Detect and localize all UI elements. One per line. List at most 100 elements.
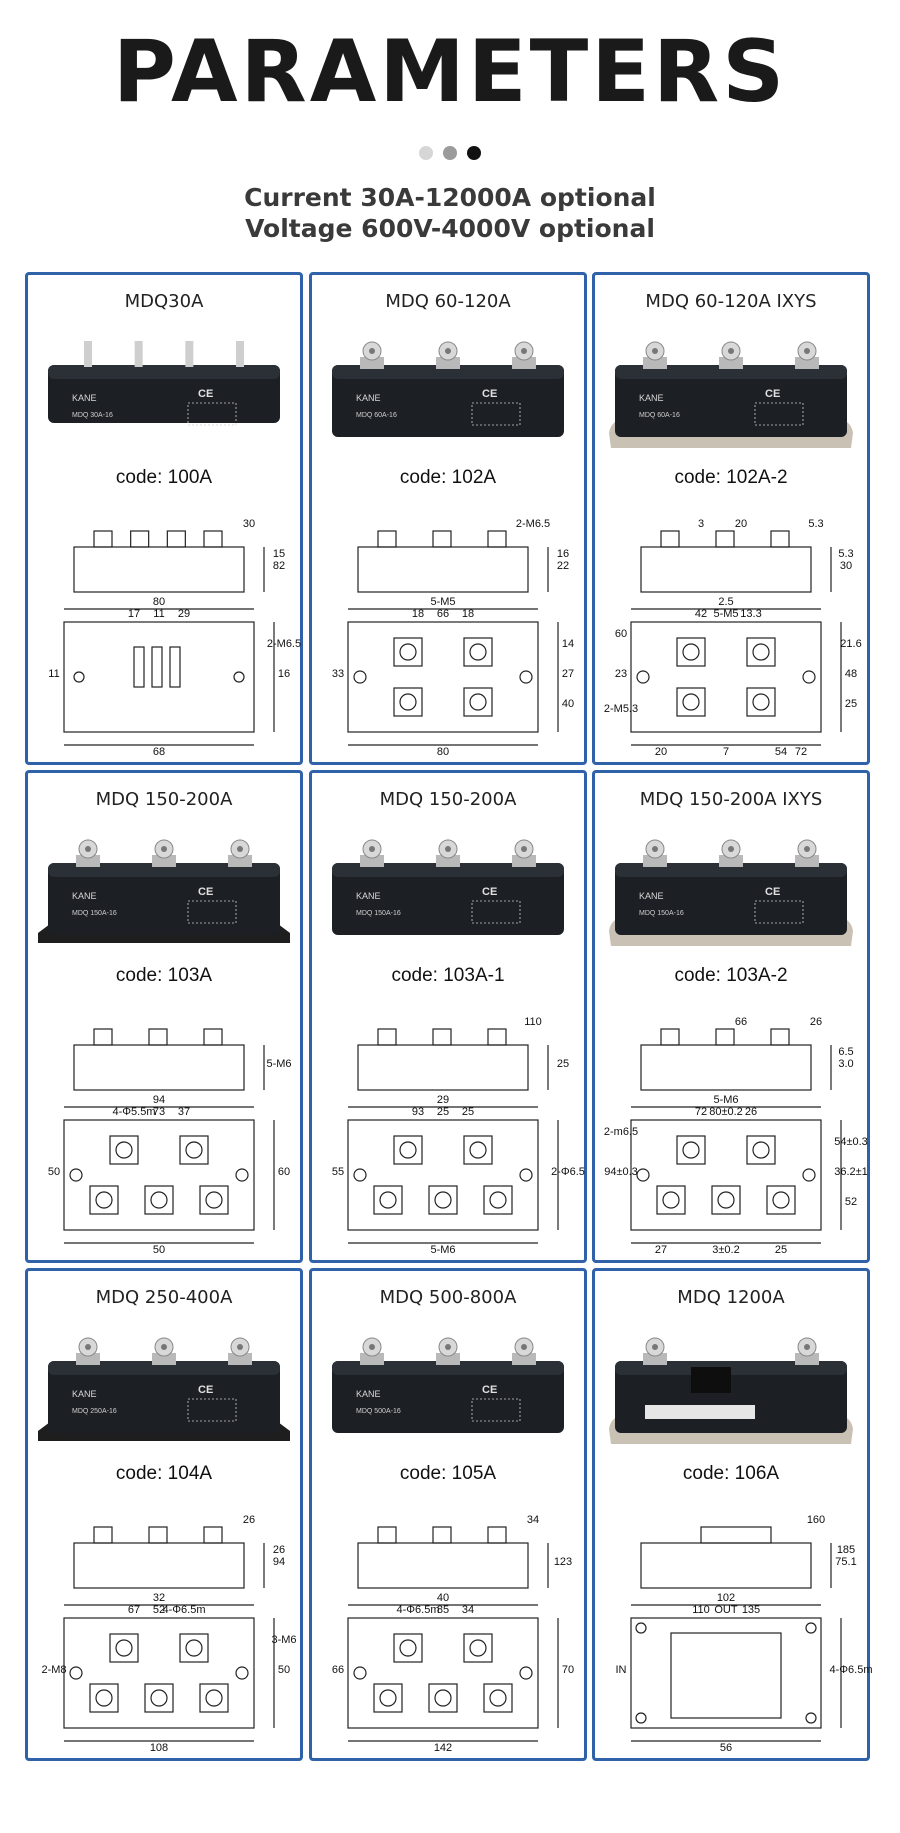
dimension-label: 4-Φ6.5m bbox=[162, 1604, 205, 1616]
side-view-terminal bbox=[148, 1028, 168, 1046]
dimension-label: 60 bbox=[615, 628, 627, 640]
module-body bbox=[615, 365, 847, 437]
terminal-bolt bbox=[682, 1141, 700, 1159]
side-view-terminal bbox=[93, 530, 113, 548]
side-view-terminal bbox=[130, 530, 150, 548]
screw-head bbox=[652, 846, 658, 852]
terminal-bolt bbox=[752, 643, 770, 661]
dimension-label: 94 bbox=[273, 1556, 285, 1568]
side-view-terminal bbox=[93, 1526, 113, 1544]
terminal-pad bbox=[463, 1633, 493, 1663]
ce-mark: CE bbox=[765, 886, 780, 898]
top-view-pin bbox=[133, 646, 145, 688]
product-title: MDQ30A bbox=[124, 291, 204, 312]
mount-hole bbox=[353, 1168, 367, 1182]
circuit-symbol bbox=[187, 402, 237, 426]
ce-mark: CE bbox=[765, 388, 780, 400]
screw-head bbox=[161, 846, 167, 852]
terminal-bolt bbox=[95, 1689, 113, 1707]
side-view-body bbox=[73, 546, 245, 593]
side-view-terminal bbox=[715, 1028, 735, 1046]
terminal-pad bbox=[766, 1185, 796, 1215]
dimension-label: 142 bbox=[434, 1742, 452, 1754]
terminal-base bbox=[795, 357, 819, 369]
terminal-pad bbox=[109, 1633, 139, 1663]
dimension-label: 48 bbox=[845, 668, 857, 680]
dimension-label: 56 bbox=[720, 1742, 732, 1754]
circuit-symbol bbox=[471, 900, 521, 924]
top-view-body bbox=[63, 1119, 255, 1231]
terminal-base bbox=[512, 855, 536, 867]
screw-head bbox=[445, 1344, 451, 1350]
dimension-label: 26 bbox=[745, 1106, 757, 1118]
dimension-label: 25 bbox=[462, 1106, 474, 1118]
product-title: MDQ 60-120A IXYS bbox=[645, 291, 817, 312]
terminal-base bbox=[76, 1353, 100, 1365]
dimension-label: 110 bbox=[524, 1016, 542, 1028]
circuit-symbol bbox=[754, 900, 804, 924]
dimension-label: 5-M5 bbox=[713, 608, 738, 620]
dimension-label: 25 bbox=[845, 698, 857, 710]
terminal-base bbox=[795, 855, 819, 867]
terminal-pad bbox=[373, 1683, 403, 1713]
terminal-base bbox=[228, 855, 252, 867]
dimension-label: 42 bbox=[695, 608, 707, 620]
indicator-dot-3[interactable] bbox=[467, 146, 481, 160]
circuit-symbol bbox=[754, 402, 804, 426]
dimension-label: 27 bbox=[655, 1244, 667, 1256]
label-sticker bbox=[645, 1405, 755, 1419]
dimension-label: 33 bbox=[332, 668, 344, 680]
terminal-base bbox=[76, 855, 100, 867]
indicator-dot-1[interactable] bbox=[419, 146, 433, 160]
terminal-pad bbox=[428, 1683, 458, 1713]
dimension-label: 25 bbox=[437, 1106, 449, 1118]
terminal-pad bbox=[676, 637, 706, 667]
product-title: MDQ 150-200A IXYS bbox=[639, 789, 823, 810]
indicator-dot-2[interactable] bbox=[443, 146, 457, 160]
dimension-label: 135 bbox=[742, 1604, 760, 1616]
dimension-label: 29 bbox=[437, 1094, 449, 1106]
terminal-pad bbox=[746, 1135, 776, 1165]
dimension-label: 20 bbox=[655, 746, 667, 758]
module-top-face bbox=[615, 365, 847, 379]
brand-label: KANE bbox=[72, 891, 97, 901]
side-view-terminal bbox=[203, 1028, 223, 1046]
model-marking: MDQ 60A-16 bbox=[639, 412, 680, 419]
mount-hole bbox=[235, 1168, 249, 1182]
dimension-label: 16 bbox=[557, 548, 569, 560]
model-marking: MDQ 150A-16 bbox=[72, 910, 117, 917]
terminal-bolt bbox=[489, 1689, 507, 1707]
dimension-label: 14 bbox=[562, 638, 574, 650]
product-photo bbox=[609, 1337, 853, 1444]
circuit-symbol bbox=[471, 402, 521, 426]
dimension-label: 40 bbox=[562, 698, 574, 710]
dimension-label: 75.1 bbox=[835, 1556, 856, 1568]
side-view-terminal bbox=[715, 530, 735, 548]
top-view-body bbox=[347, 621, 539, 733]
side-view-terminal bbox=[377, 530, 397, 548]
dimension-label: 85 bbox=[437, 1604, 449, 1616]
dimension-label: 21.6 bbox=[840, 638, 861, 650]
dimension-label: 50 bbox=[153, 1244, 165, 1256]
side-view-terminal bbox=[770, 530, 790, 548]
terminal-pad bbox=[179, 1135, 209, 1165]
dimension-label: 3-M6 bbox=[271, 1634, 296, 1646]
terminal-pad bbox=[89, 1185, 119, 1215]
module-body bbox=[615, 863, 847, 935]
brand-label: KANE bbox=[72, 393, 97, 403]
mount-hole bbox=[519, 1666, 533, 1680]
brand-label: KANE bbox=[356, 891, 381, 901]
dimension-label: 5-M6 bbox=[430, 1244, 455, 1256]
